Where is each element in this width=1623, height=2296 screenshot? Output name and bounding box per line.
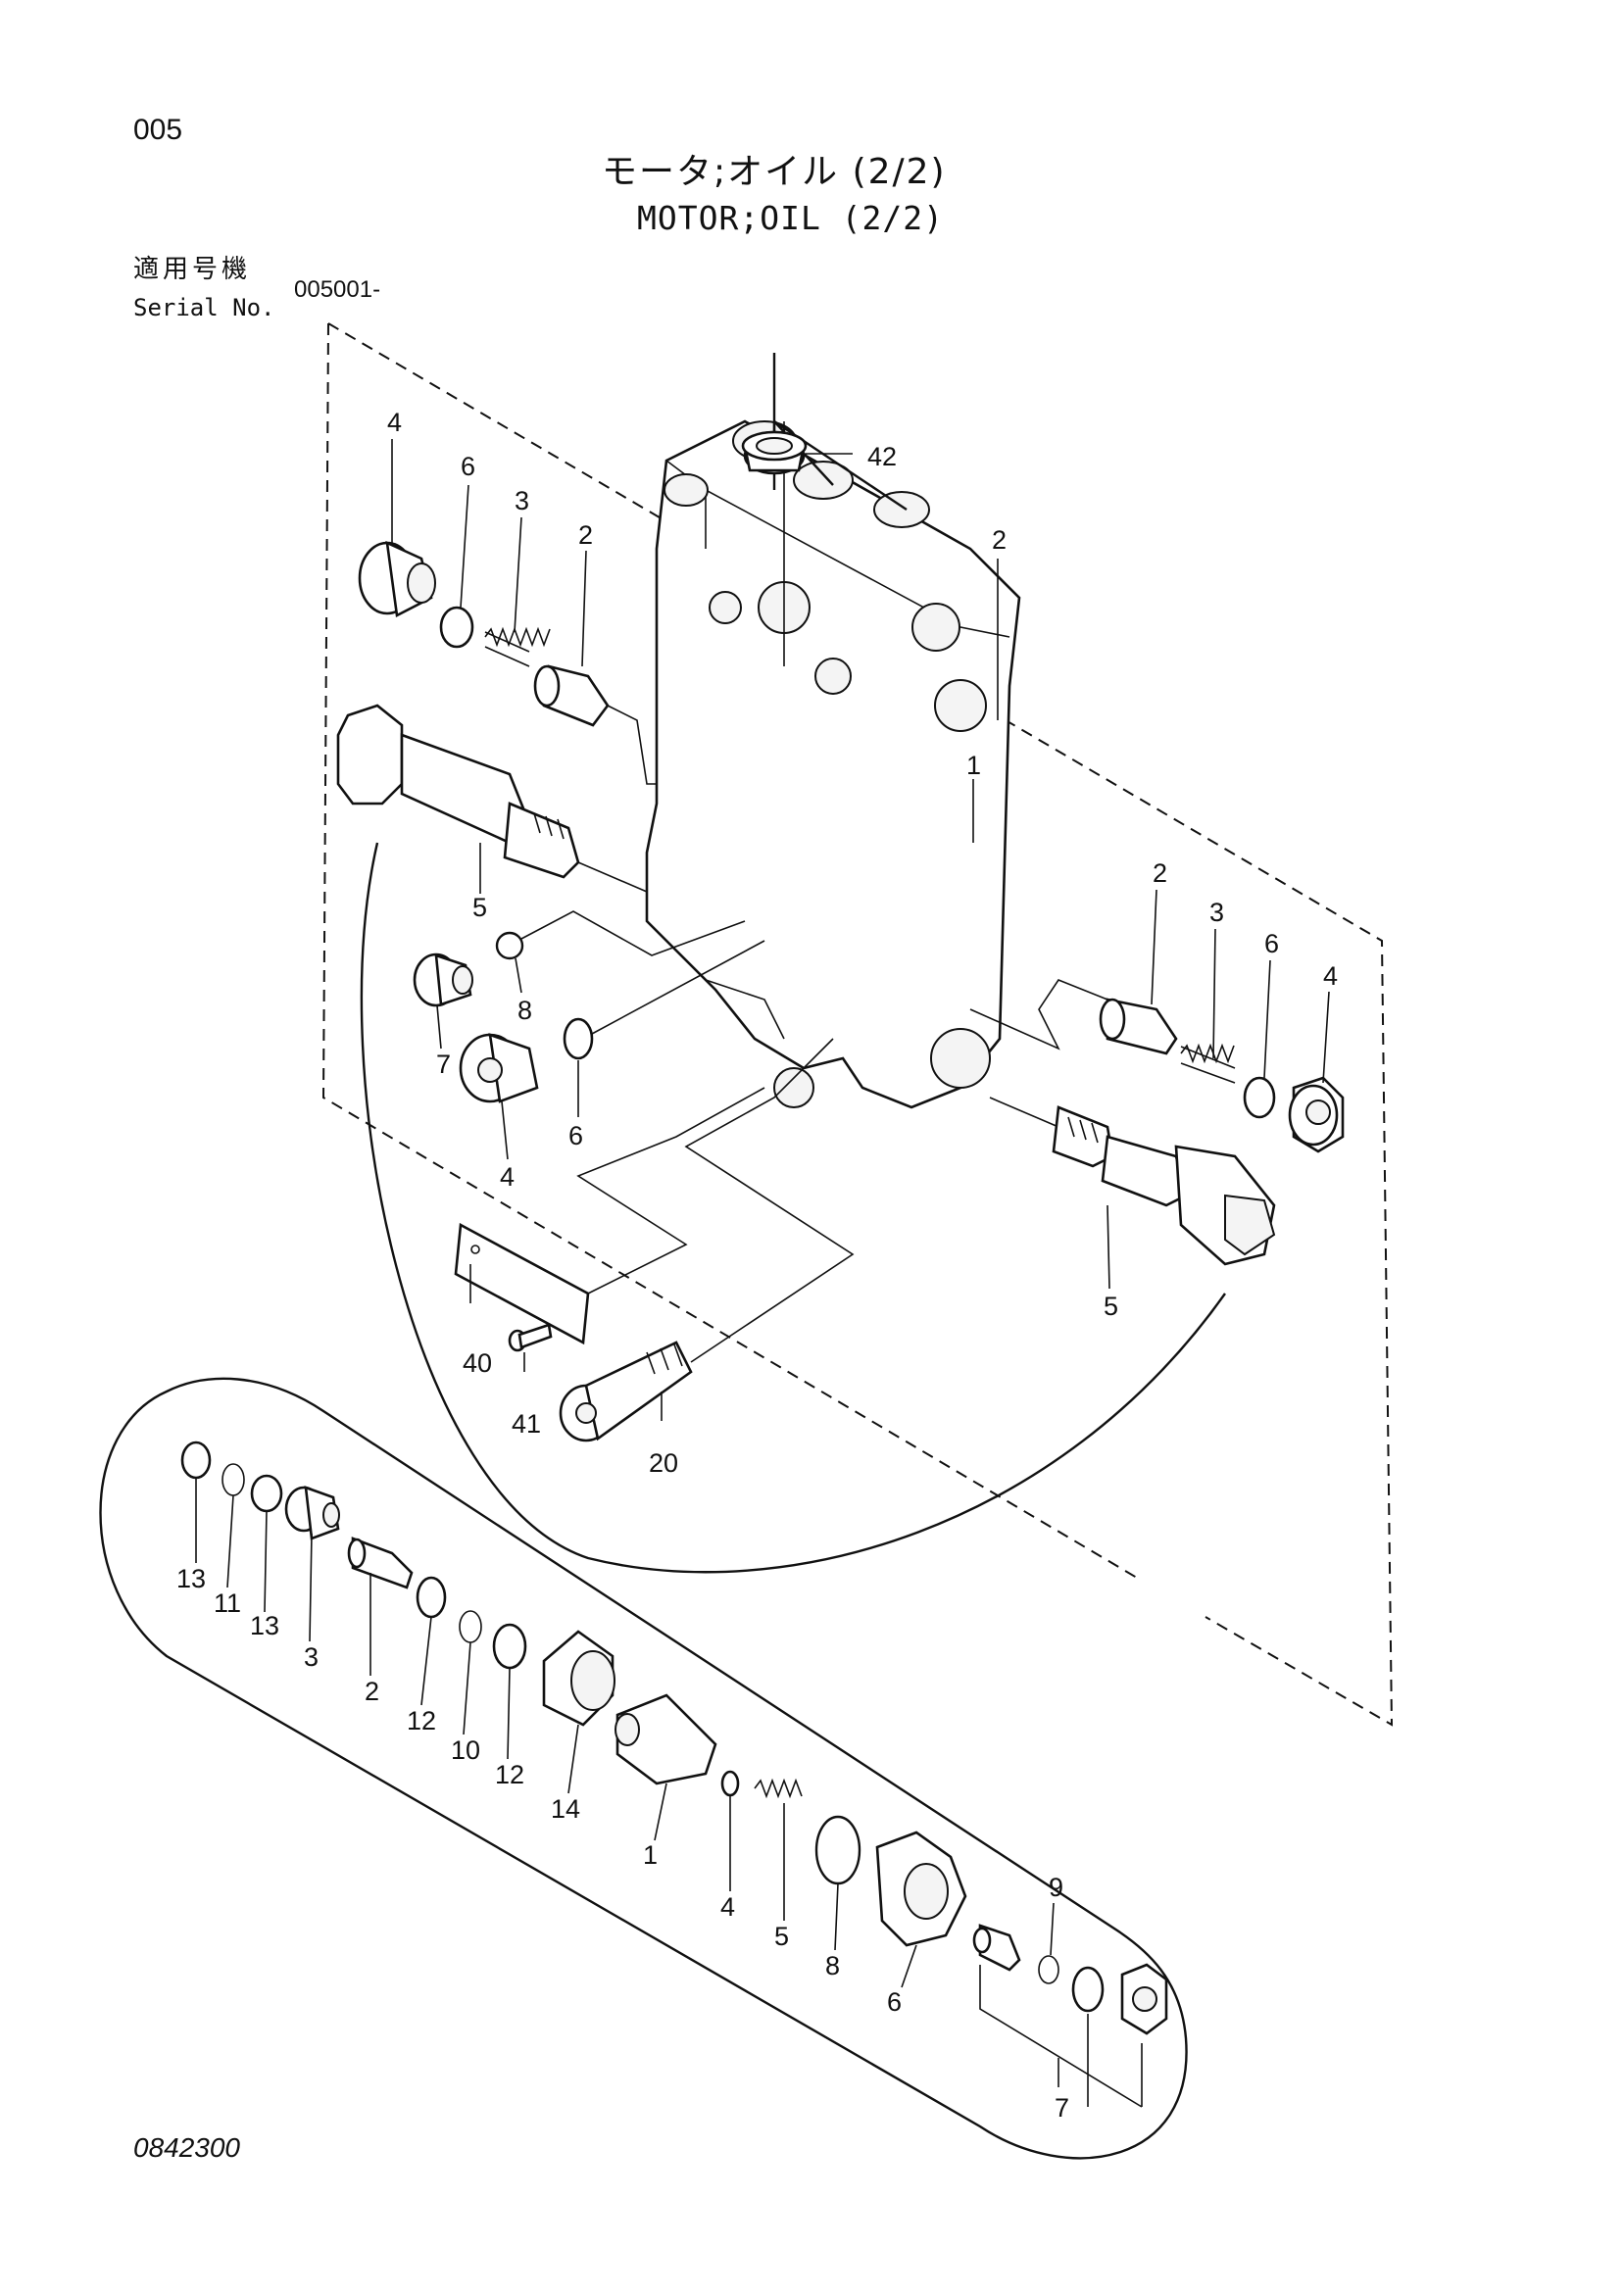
detail-part-9 — [1038, 1955, 1059, 1984]
detail-callout-5: 5 — [774, 1922, 789, 1951]
detail-callout-7: 7 — [1055, 2093, 1069, 2123]
detail-part-7c — [1120, 1963, 1168, 2035]
part-7-plug-left — [413, 953, 473, 1007]
part-6-oring-mid — [563, 1017, 594, 1060]
detail-part-10 — [459, 1610, 482, 1643]
detail-callout-11: 11 — [214, 1588, 241, 1618]
detail-callout-12b: 12 — [495, 1760, 524, 1789]
part-5-relief-left — [336, 704, 580, 879]
callout-5-right: 5 — [1104, 1292, 1118, 1321]
part-4-plug-right — [1288, 1076, 1345, 1153]
detail-callout-8: 8 — [825, 1951, 840, 1980]
part-5-relief-right — [1052, 1105, 1276, 1266]
detail-bubble — [99, 1377, 1188, 2160]
detail-callout-13a: 13 — [176, 1564, 206, 1593]
detail-part-8 — [814, 1815, 861, 1885]
callout-42: 42 — [867, 442, 897, 471]
callout-2-right: 2 — [1153, 858, 1167, 888]
callout-6-tl: 6 — [461, 452, 475, 481]
part-4-plug-tl — [358, 540, 436, 617]
detail-callout-9: 9 — [1049, 1873, 1063, 1902]
detail-part-5 — [754, 1778, 803, 1799]
detail-callout-4: 4 — [720, 1892, 735, 1922]
detail-part-11 — [221, 1463, 245, 1496]
part-2-poppet-right — [1099, 998, 1178, 1055]
part-6-oring-tl — [439, 606, 474, 649]
detail-callout-10: 10 — [451, 1735, 480, 1765]
detail-part-13b — [250, 1474, 283, 1513]
part-20-bolt — [559, 1341, 693, 1442]
detail-callout-14: 14 — [551, 1794, 580, 1824]
title-japanese: モータ;オイル (2/2) — [602, 152, 947, 192]
part-42-cap — [741, 430, 808, 472]
part-6-oring-right — [1243, 1076, 1276, 1119]
part-3-spring-right — [1180, 1043, 1236, 1084]
detail-callout-1: 1 — [643, 1840, 658, 1870]
part-4-plug-mid — [459, 1033, 539, 1103]
part-8-ring-left — [495, 931, 524, 960]
callout-6-right: 6 — [1264, 929, 1279, 958]
detail-callout-2: 2 — [365, 1677, 379, 1706]
detail-part-4 — [720, 1770, 740, 1797]
detail-part-7b — [1071, 1966, 1105, 2013]
callout-3-tl: 3 — [515, 486, 529, 515]
detail-part-7a — [972, 1924, 1021, 1972]
detail-leader-curve — [360, 842, 1226, 1574]
callout-7-left: 7 — [436, 1050, 451, 1079]
detail-part-2 — [347, 1537, 414, 1589]
detail-part-12a — [416, 1576, 447, 1619]
detail-part-1 — [615, 1693, 717, 1785]
callout-1-body: 1 — [966, 751, 981, 780]
callout-8-left: 8 — [517, 996, 532, 1025]
detail-part-3 — [284, 1486, 340, 1540]
serial-label-english: Serial No. — [133, 294, 275, 321]
callout-20: 20 — [649, 1448, 678, 1478]
part-3-spring-tl — [484, 626, 551, 667]
detail-part-13a — [180, 1441, 212, 1480]
callout-3-right: 3 — [1209, 898, 1224, 927]
serial-value: 005001- — [294, 276, 381, 303]
detail-callout-13b: 13 — [250, 1611, 279, 1640]
callout-4-right: 4 — [1323, 961, 1338, 991]
serial-label-japanese: 適用号機 — [133, 255, 252, 284]
detail-part-12b — [492, 1623, 527, 1670]
callout-40: 40 — [463, 1348, 492, 1378]
callout-5-left: 5 — [472, 893, 487, 922]
callout-2-tl: 2 — [578, 520, 593, 550]
part-2-poppet-tl — [533, 664, 610, 727]
detail-part-6 — [875, 1831, 967, 1947]
detail-callout-6: 6 — [887, 1987, 902, 2017]
callout-6-mid: 6 — [568, 1121, 583, 1150]
callout-2-top: 2 — [992, 525, 1007, 555]
drawing-number: 0842300 — [133, 2132, 241, 2163]
valve-body — [645, 419, 1021, 1109]
callout-41: 41 — [512, 1409, 541, 1439]
callout-4-tl: 4 — [387, 408, 402, 437]
callout-4-mid: 4 — [500, 1162, 515, 1192]
detail-callout-3: 3 — [304, 1642, 319, 1672]
part-40-plate — [454, 1222, 590, 1345]
page-number: 005 — [133, 114, 183, 146]
title-english: MOTOR;OIL (2/2) — [637, 199, 945, 237]
detail-part-14 — [542, 1630, 615, 1727]
part-41-screw — [508, 1323, 553, 1352]
detail-callout-12a: 12 — [407, 1706, 436, 1735]
